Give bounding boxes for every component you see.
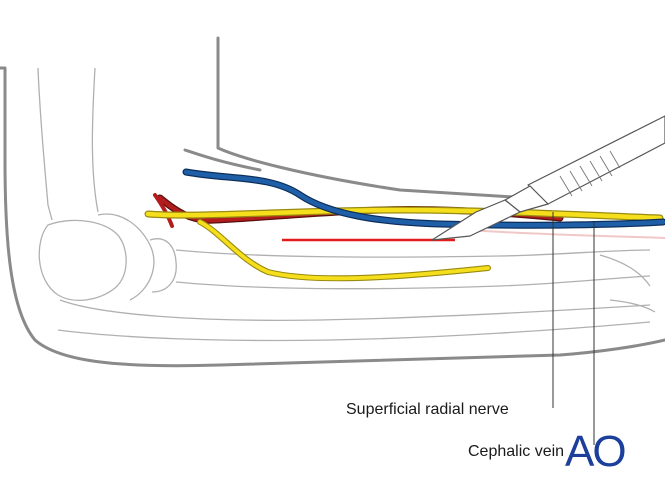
nerve-branch-edge — [197, 219, 491, 282]
nerve-branch — [198, 220, 490, 281]
arm-outline — [0, 36, 665, 368]
artery-branch — [153, 193, 174, 228]
leader-lines — [552, 212, 595, 445]
bones — [37, 67, 656, 342]
forearm-top-contour — [183, 148, 262, 172]
radial-head — [149, 238, 177, 293]
scalpel-grip-lines — [559, 150, 621, 197]
nerve-main — [145, 207, 663, 221]
label-superficial-radial-nerve: Superficial radial nerve — [346, 401, 509, 418]
scalpel — [431, 115, 665, 241]
label-cephalic-vein: Cephalic vein — [468, 443, 564, 460]
distal-radius — [599, 254, 656, 313]
capitellum — [97, 213, 155, 301]
upper-arm-top-contour — [0, 66, 665, 368]
superficial-radial-nerve — [144, 206, 664, 282]
humerus — [37, 67, 99, 221]
elbow-joint — [38, 219, 127, 301]
scalpel-blade — [431, 199, 521, 241]
vein-fill — [183, 169, 665, 228]
scalpel-handle — [527, 115, 665, 205]
shoulder-back-contour — [216, 36, 532, 200]
ulna-shaft — [57, 299, 651, 342]
cephalic-vein — [182, 168, 665, 229]
muscle-line — [469, 229, 665, 239]
radius-shaft — [175, 249, 651, 290]
ao-logo: AO — [565, 427, 625, 476]
